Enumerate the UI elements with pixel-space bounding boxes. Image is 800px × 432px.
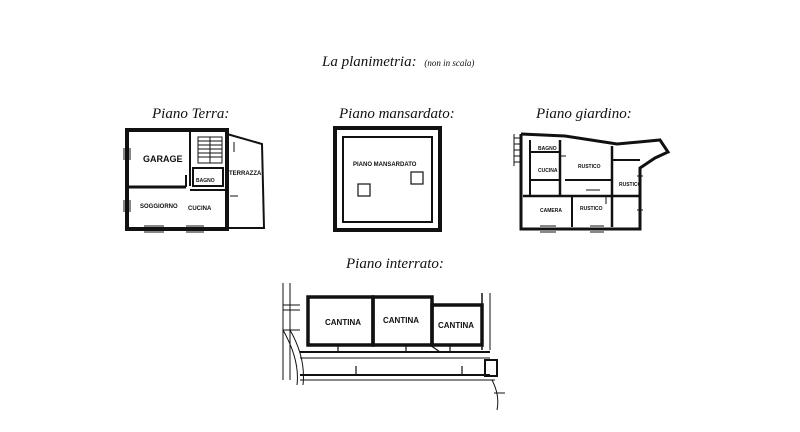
room-cantina-3-label: CANTINA (438, 321, 474, 330)
room-bagno-giardino-label: BAGNO (538, 146, 557, 152)
room-cucina-terra-label: CUCINA (188, 206, 212, 212)
room-cantina-1-label: CANTINA (325, 318, 361, 327)
floor-plan-piano-terra (123, 128, 266, 233)
room-garage-label: GARAGE (143, 154, 183, 164)
room-rustico-2-label: RUSTICO (619, 182, 642, 188)
scale-note: (non in scala) (424, 58, 475, 68)
room-rustico-3-label: RUSTICO (580, 206, 603, 212)
room-cantina-2-label: CANTINA (383, 316, 419, 325)
room-soggiorno-label: SOGGIORNO (140, 204, 178, 210)
room-mansardato-label: PIANO MANSARDATO (353, 162, 417, 168)
room-terrazza-label: TERRAZZA (229, 171, 262, 177)
piano-giardino-title: Piano giardino: (536, 106, 632, 122)
room-rustico-1-label: RUSTICO (578, 164, 601, 170)
page-title: La planimetria: (non in scala) (322, 54, 474, 71)
piano-mansardato-title: Piano mansardato: (339, 106, 455, 122)
room-camera-label: CAMERA (540, 208, 562, 214)
piano-interrato-title: Piano interrato: (346, 256, 444, 272)
floor-plan-piano-interrato (282, 283, 505, 411)
floor-plan-piano-mansardato (333, 126, 442, 232)
piano-terra-title: Piano Terra: (152, 106, 230, 122)
floor-plan-piano-giardino (513, 132, 671, 233)
room-cucina-giardino-label: CUCINA (538, 168, 558, 174)
page-title-text: La planimetria: (322, 54, 417, 70)
room-bagno-terra-label: BAGNO (196, 178, 215, 184)
